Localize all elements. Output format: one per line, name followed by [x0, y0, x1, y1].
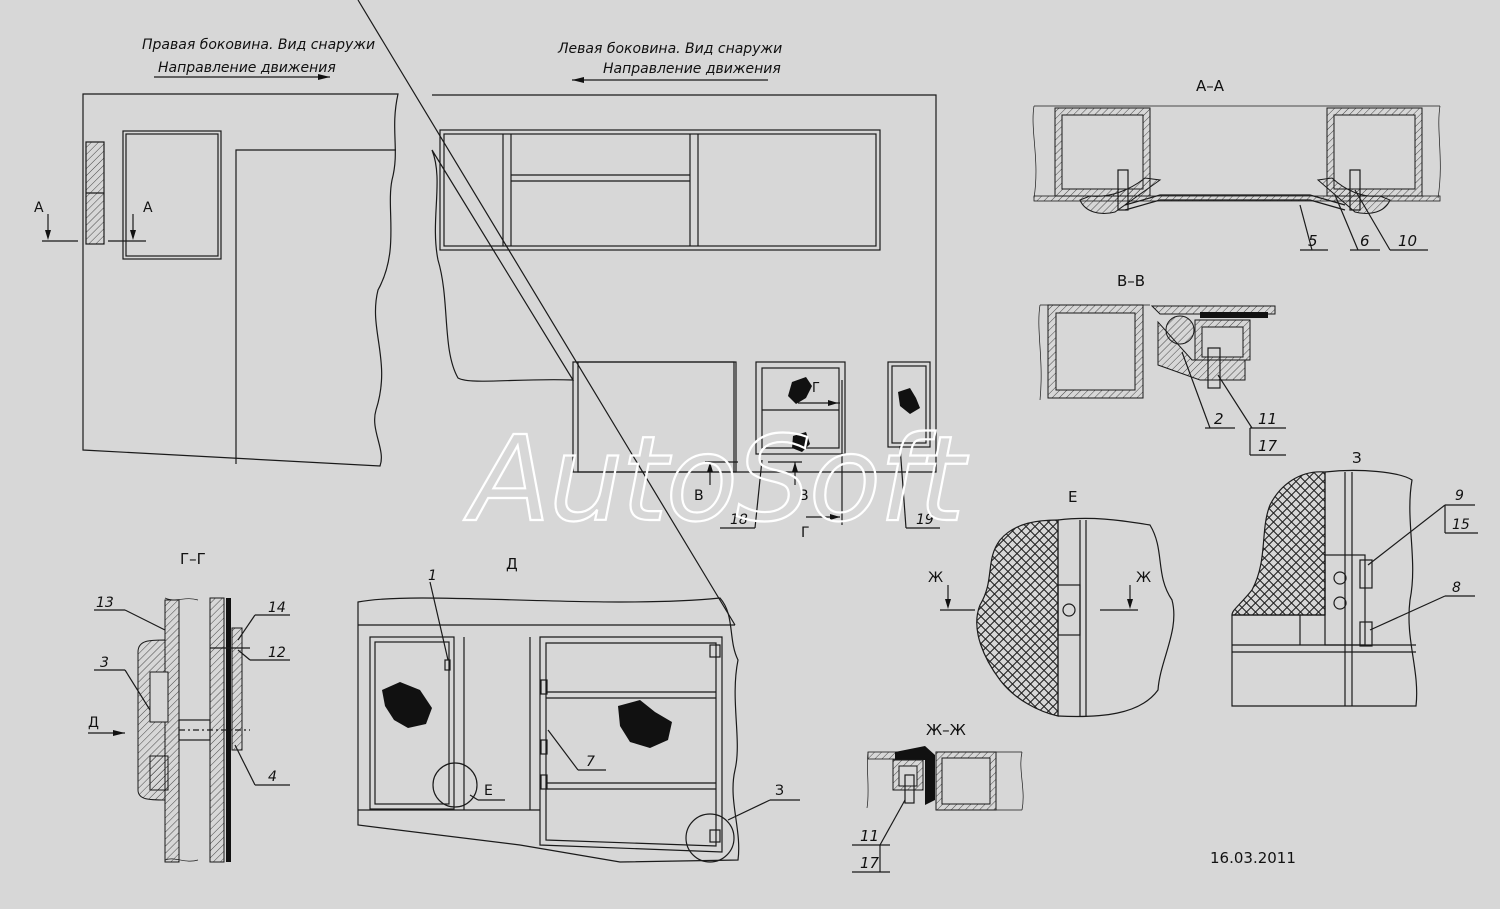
callout-17a: 17	[1258, 437, 1278, 455]
drawing-date: 16.03.2011	[1210, 849, 1296, 867]
detail-aa-title: А–А	[1196, 77, 1225, 95]
detail-vv-title: В–В	[1117, 272, 1145, 290]
detail-zhzh: Ж–Ж 11 17	[852, 721, 1024, 873]
callout-5: 5	[1308, 232, 1318, 250]
section-v-right-label: В	[799, 488, 809, 504]
callout-19: 19	[916, 512, 934, 528]
callout-9: 9	[1455, 488, 1464, 504]
detail-z: З 9 15 8	[1231, 449, 1478, 707]
callout-4: 4	[268, 769, 277, 785]
detail-d-title: Д	[506, 555, 518, 573]
right-side-title: Правая боковина. Вид снаружи	[142, 37, 375, 53]
right-side-direction: Направление движения	[158, 60, 336, 76]
callout-12: 12	[268, 645, 286, 661]
section-a-right-label: А	[143, 200, 153, 216]
callout-8: 8	[1452, 580, 1461, 596]
left-side-view: Левая боковина. Вид снаружи Направление …	[431, 41, 940, 541]
direction-d-label: Д	[88, 715, 99, 731]
detail-gg: Г–Г 13 3 Д 14 12 4	[88, 550, 290, 863]
detail-e-title: Е	[1068, 488, 1077, 506]
section-zh-right-label: Ж	[1136, 570, 1151, 586]
detail-d: Д 1 Е 7 З	[357, 0, 800, 863]
callout-11a: 11	[1258, 410, 1277, 428]
callout-2: 2	[1214, 410, 1224, 428]
callout-11b: 11	[860, 827, 879, 845]
section-zh-left-label: Ж	[928, 570, 943, 586]
detail-e: Е Ж Ж	[928, 488, 1175, 718]
left-side-direction: Направление движения	[603, 61, 781, 77]
callout-1: 1	[428, 568, 437, 584]
callout-z-label: З	[775, 783, 784, 799]
callout-15: 15	[1452, 517, 1470, 533]
detail-zhzh-title: Ж–Ж	[926, 721, 966, 739]
detail-aa: А–А 5 6 10	[1032, 77, 1441, 251]
detail-vv: В–В 2 11 17	[1038, 272, 1286, 456]
callout-17b: 17	[860, 854, 880, 872]
right-side-view: Правая боковина. Вид снаружи Направление…	[34, 37, 399, 467]
callout-e-label: Е	[484, 783, 493, 799]
section-a-left-label: А	[34, 200, 44, 216]
detail-z-title: З	[1352, 449, 1362, 467]
callout-13: 13	[96, 595, 114, 611]
left-side-title: Левая боковина. Вид снаружи	[557, 41, 782, 57]
section-g-mark: Г	[812, 381, 820, 396]
callout-6: 6	[1360, 232, 1370, 250]
callout-10: 10	[1398, 232, 1417, 250]
callout-14: 14	[268, 600, 286, 616]
callout-7: 7	[586, 754, 595, 770]
watermark-text: AutoSoft	[463, 410, 969, 548]
section-g-label: Г	[801, 525, 810, 541]
section-v-left-label: В	[694, 488, 704, 504]
callout-3: 3	[100, 655, 109, 671]
detail-gg-title: Г–Г	[180, 550, 206, 568]
callout-18: 18	[730, 512, 748, 528]
